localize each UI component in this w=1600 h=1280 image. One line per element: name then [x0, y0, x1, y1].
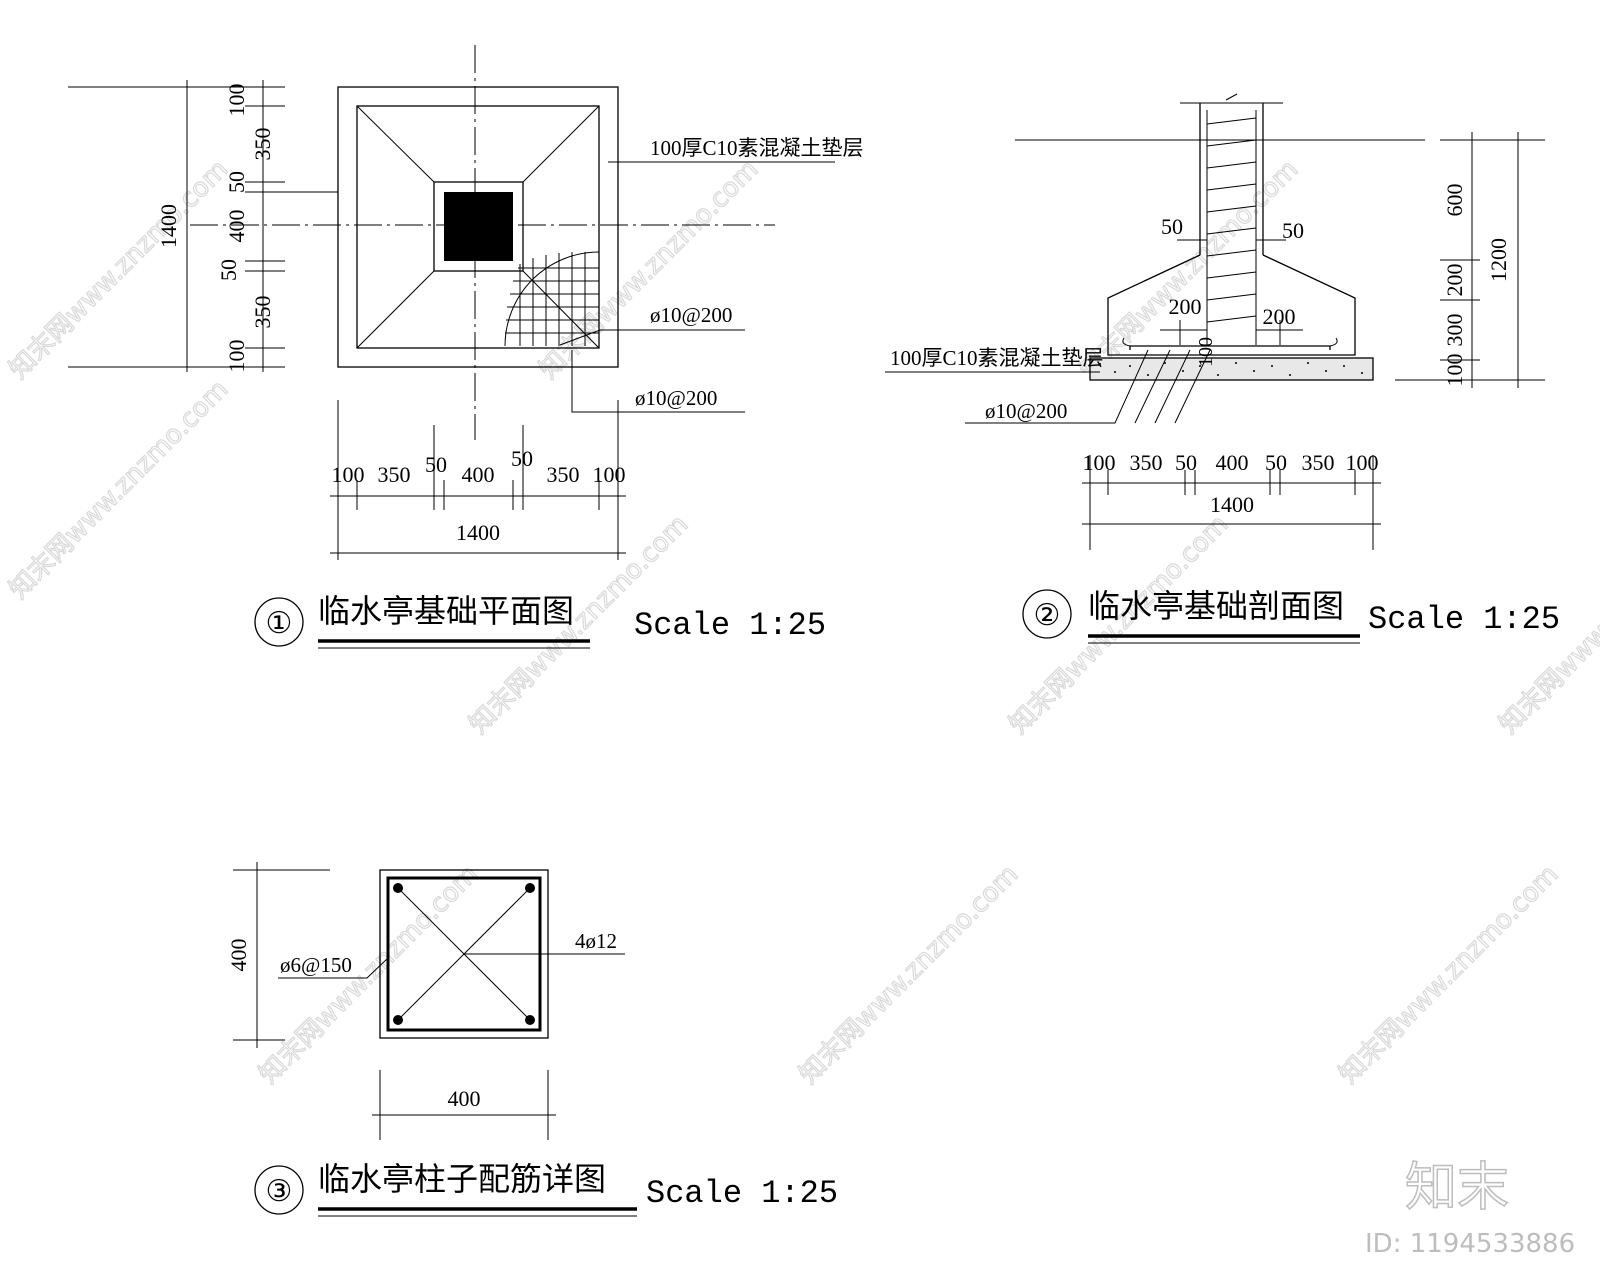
section-drawing-number: ② [1034, 598, 1061, 633]
column-note-stirrup: ø6@150 [280, 953, 352, 977]
section-bottom-dim: 400 [1216, 450, 1249, 475]
section-right-dim: 200 [1442, 264, 1467, 297]
section-bottom-dim: 100 [1346, 450, 1379, 475]
plan-note-rebar-1: ø10@200 [650, 303, 732, 327]
plan-left-dim: 50 [224, 171, 249, 193]
plan-left-total: 1400 [156, 204, 181, 248]
plan-bottom-dim: 50 [425, 452, 447, 477]
section-title: 临水亭基础剖面图 [1088, 587, 1344, 625]
column-left-dim: 400 [226, 939, 251, 972]
section-bottom-dim: 350 [1302, 450, 1335, 475]
column-rebar-drawing: 400 400 ø6@150 4ø12 ③ 临水亭柱子配筋详图 Scale 1:… [226, 862, 838, 1217]
column-note-bars: 4ø12 [575, 929, 617, 953]
watermark-text: 知末网www.znzmo.com [4, 374, 235, 605]
watermark-id: ID: 1194533886 [1365, 1229, 1575, 1259]
section-bottom-total: 1400 [1210, 492, 1254, 517]
plan-bottom-dim: 100 [332, 462, 365, 487]
section-dim-200-left: 200 [1169, 294, 1202, 319]
plan-bottom-dim: 350 [547, 462, 580, 487]
section-right-dim: 600 [1442, 184, 1467, 217]
plan-bottom-dim: 400 [462, 462, 495, 487]
column-scale: Scale 1:25 [646, 1175, 838, 1212]
plan-bottom-total: 1400 [456, 520, 500, 545]
watermark-layer: 知末网www.znzmo.com 知末网www.znzmo.com 知末网www… [3, 154, 1600, 1259]
section-right-total: 1200 [1486, 238, 1511, 282]
plan-left-dim: 50 [216, 259, 241, 281]
cushion-hatch [1099, 362, 1363, 376]
plan-drawing-number: ① [266, 606, 293, 641]
section-bottom-dim: 50 [1265, 450, 1287, 475]
section-bottom-dim: 350 [1130, 450, 1163, 475]
stirrups [1206, 117, 1257, 323]
rebar-dot [393, 883, 403, 893]
section-bottom-dim: 100 [1083, 450, 1116, 475]
section-dim-100-center: 100 [1195, 337, 1217, 367]
column-drawing-number: ③ [266, 1174, 293, 1209]
section-dim-200-right: 200 [1263, 304, 1296, 329]
foundation-plan-drawing: 100 350 50 400 50 350 100 1400 100 350 5… [68, 45, 864, 649]
watermark-text: 知末网www.znzmo.com [794, 859, 1025, 1090]
foundation-section-drawing: 50 50 200 200 100 100厚C10素混凝土垫层 ø10@200 … [885, 93, 1560, 644]
rebar-dot [393, 1015, 403, 1025]
section-right-dim: 300 [1442, 314, 1467, 347]
section-note-cushion: 100厚C10素混凝土垫层 [890, 346, 1104, 370]
watermark-text: 知末网www.znzmo.com [4, 154, 235, 385]
watermark-text: 知末网www.znzmo.com [1334, 859, 1565, 1090]
plan-left-dim: 350 [250, 128, 275, 161]
plan-bottom-dim: 100 [593, 462, 626, 487]
plan-title: 临水亭基础平面图 [318, 592, 574, 630]
plan-left-dim: 100 [224, 84, 249, 117]
rebar-dot [525, 1015, 535, 1025]
plan-bottom-dim: 50 [511, 446, 533, 471]
section-col-dim-left: 50 [1161, 214, 1183, 239]
section-scale: Scale 1:25 [1368, 601, 1560, 638]
plan-left-dim: 100 [224, 340, 249, 373]
plan-bottom-dim: 350 [378, 462, 411, 487]
column-bottom-dim: 400 [448, 1086, 481, 1111]
plan-note-rebar-2: ø10@200 [635, 386, 717, 410]
watermark-logo: 知末 [1405, 1158, 1509, 1218]
rebar-mesh-detail [504, 251, 600, 347]
column-title: 临水亭柱子配筋详图 [318, 1160, 606, 1198]
section-note-rebar: ø10@200 [985, 399, 1067, 423]
plan-left-dim: 400 [224, 210, 249, 243]
watermark-text: 知末网www.znzmo.com [534, 154, 765, 385]
rebar-dot [525, 883, 535, 893]
section-right-dim: 100 [1442, 354, 1467, 387]
section-bottom-dim: 50 [1175, 450, 1197, 475]
section-col-dim-right: 50 [1282, 218, 1304, 243]
plan-scale: Scale 1:25 [634, 607, 826, 644]
plan-left-dim: 350 [250, 296, 275, 329]
plan-note-cushion: 100厚C10素混凝土垫层 [650, 136, 864, 160]
